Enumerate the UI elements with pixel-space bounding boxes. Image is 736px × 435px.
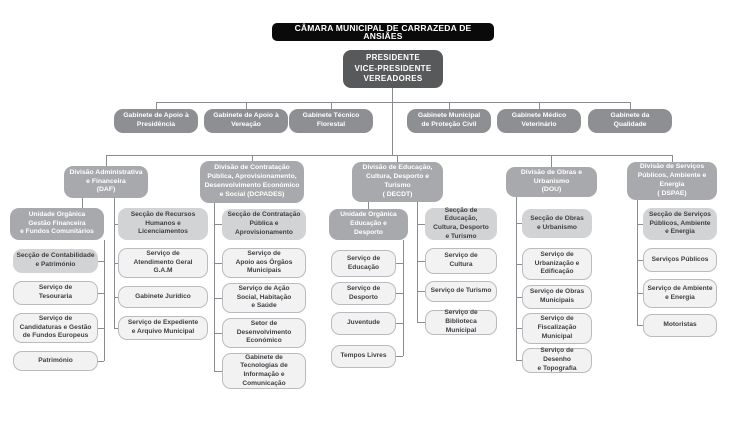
org-box-juventude: Juventude: [331, 312, 396, 335]
org-box-obras-municipais: Serviço de Obras Municipais: [522, 285, 592, 309]
org-box-atendimento-geral: Serviço de Atendimento Geral G.A.M: [118, 248, 208, 278]
connector-line: [98, 261, 104, 262]
org-box-patrimonio: Património: [13, 351, 98, 371]
connector-line: [331, 102, 332, 110]
connector-line: [368, 202, 369, 209]
connector-line: [396, 263, 403, 264]
org-box-seccao-educacao-cultura: Secção de Educação, Cultura, Desporto e …: [425, 207, 497, 240]
connector-line: [516, 328, 522, 329]
org-box-seccao-obras-urbanismo: Secção de Obras e Urbanismo: [522, 209, 592, 238]
gabinete-qualidade: Gabinete da Qualidade: [588, 109, 672, 133]
connector-line: [106, 155, 673, 156]
org-box-biblioteca: Serviço de Biblioteca Municipal: [425, 309, 497, 335]
connector-line: [214, 371, 222, 372]
org-box-candidaturas-fundos: Serviço de Candidaturas e Gestão de Fund…: [13, 313, 98, 343]
connector-line: [98, 293, 104, 294]
org-box-educacao: Serviço de Educação: [331, 250, 396, 277]
connector-line: [417, 224, 425, 225]
org-box-desenvolvimento-economico: Setor de Desenvolvimento Económico: [222, 318, 306, 348]
org-box-expediente-arquivo: Serviço de Expediente e Arquivo Municipa…: [118, 316, 208, 340]
gabinete-medico-veterinario: Gabinete Médico Veterinário: [497, 109, 581, 133]
connector-line: [214, 333, 222, 334]
connector-line: [392, 102, 393, 155]
connector-line: [98, 361, 104, 362]
connector-line: [397, 155, 398, 162]
connector-line: [637, 224, 643, 225]
connector-line: [114, 297, 118, 298]
gabinete-apoio-presidencia: Gabinete de Apoio à Presidência: [114, 109, 198, 133]
connector-line: [637, 293, 643, 294]
org-box-apoio-orgaos: Serviço de Apoio aos Órgãos Municipais: [222, 248, 306, 278]
connector-line: [396, 323, 403, 324]
org-box-seccao-servicos-publicos: Secção de Serviços Públicos, Ambiente e …: [643, 208, 717, 240]
division-dou: Divisão de Obras e Urbanismo (DOU): [506, 167, 597, 197]
org-box-tecnologias-informacao: Gabinete de Tecnologias de Informação e …: [222, 353, 306, 389]
connector-line: [396, 293, 403, 294]
connector-line: [630, 102, 631, 110]
connector-line: [214, 203, 215, 371]
org-box-contratacao-publica: Secção de Contratação Pública e Aprovisi…: [222, 209, 306, 240]
connector-line: [417, 322, 425, 323]
page-title: CÂMARA MUNICIPAL DE CARRAZEDA DE ANSIÃES: [272, 23, 494, 41]
org-box-gabinete-juridico: Gabinete Jurídico: [118, 286, 208, 308]
connector-line: [82, 198, 83, 208]
org-box-acao-social: Serviço de Ação Social, Habitação e Saúd…: [222, 283, 306, 313]
org-box-tesouraria: Serviço de Tesouraria: [13, 281, 98, 305]
connector-line: [449, 102, 450, 110]
connector-line: [417, 202, 418, 322]
gabinete-protecao-civil: Gabinete Municipal de Proteção Civil: [407, 109, 491, 133]
connector-line: [156, 102, 157, 110]
org-box-cultura: Serviço de Cultura: [425, 248, 497, 274]
connector-line: [516, 197, 517, 360]
org-box-contabilidade-patrimonio: Secção de Contabilidade e Património: [13, 249, 98, 273]
root-box-presidente: PRESIDENTE VICE-PRESIDENTE VEREADORES: [343, 50, 443, 88]
connector-line: [214, 298, 222, 299]
connector-line: [214, 263, 222, 264]
division-dcpades: Divisão de Contratação Pública, Aprovisi…: [200, 161, 304, 203]
connector-line: [637, 260, 643, 261]
connector-line: [637, 200, 638, 325]
division-dspae: Divisão de Serviços Públicos, Ambiente e…: [627, 162, 717, 200]
division-daf: Divisão Administrativa e Financeira (DAF…: [64, 166, 148, 198]
connector-line: [417, 261, 425, 262]
connector-line: [114, 263, 118, 264]
connector-line: [396, 356, 403, 357]
org-box-tempos-livres: Tempos Livres: [331, 345, 396, 368]
connector-line: [104, 240, 105, 361]
connector-line: [114, 224, 118, 225]
org-box-recursos-humanos: Secção de Recursos Humanos e Licenciamen…: [118, 208, 208, 240]
connector-line: [106, 155, 107, 166]
connector-line: [637, 325, 643, 326]
org-box-motoristas: Motoristas: [643, 314, 717, 337]
org-box-fiscalizacao: Serviço de Fiscalização Municipal: [522, 313, 592, 344]
connector-line: [403, 240, 404, 356]
org-box-servicos-publicos: Serviços Públicos: [643, 248, 717, 272]
unit-header-educacao-desporto: Unidade Orgânica Educação e Desporto: [329, 209, 408, 240]
connector-line: [516, 264, 522, 265]
connector-line: [672, 155, 673, 162]
gabinete-tecnico-florestal: Gabinete Técnico Florestal: [289, 109, 373, 133]
unit-header-gestao-financeira: Unidade Orgânica Gestão Financeira e Fun…: [10, 208, 104, 240]
gabinete-apoio-vereacao: Gabinete de Apoio à Vereação: [204, 109, 288, 133]
connector-line: [516, 223, 522, 224]
connector-line: [551, 155, 552, 167]
connector-line: [246, 102, 247, 110]
division-decdt: Divisão de Educação, Cultura, Desporto e…: [352, 162, 443, 202]
org-box-ambiente-energia: Serviço de Ambiente e Energia: [643, 279, 717, 308]
connector-line: [417, 291, 425, 292]
org-box-turismo: Serviço de Turismo: [425, 281, 497, 302]
connector-line: [114, 328, 118, 329]
connector-line: [516, 360, 522, 361]
org-box-urbanizacao-edificacao: Serviço de Urbanização e Edificação: [522, 248, 592, 280]
connector-line: [156, 102, 631, 103]
connector-line: [252, 155, 253, 161]
connector-line: [516, 297, 522, 298]
connector-line: [539, 102, 540, 110]
connector-line: [98, 328, 104, 329]
connector-line: [214, 224, 222, 225]
org-box-desenho-topografia: Serviço de Desenho e Topografia: [522, 347, 592, 373]
org-box-desporto: Serviço de Desporto: [331, 282, 396, 305]
connector-line: [392, 88, 393, 102]
